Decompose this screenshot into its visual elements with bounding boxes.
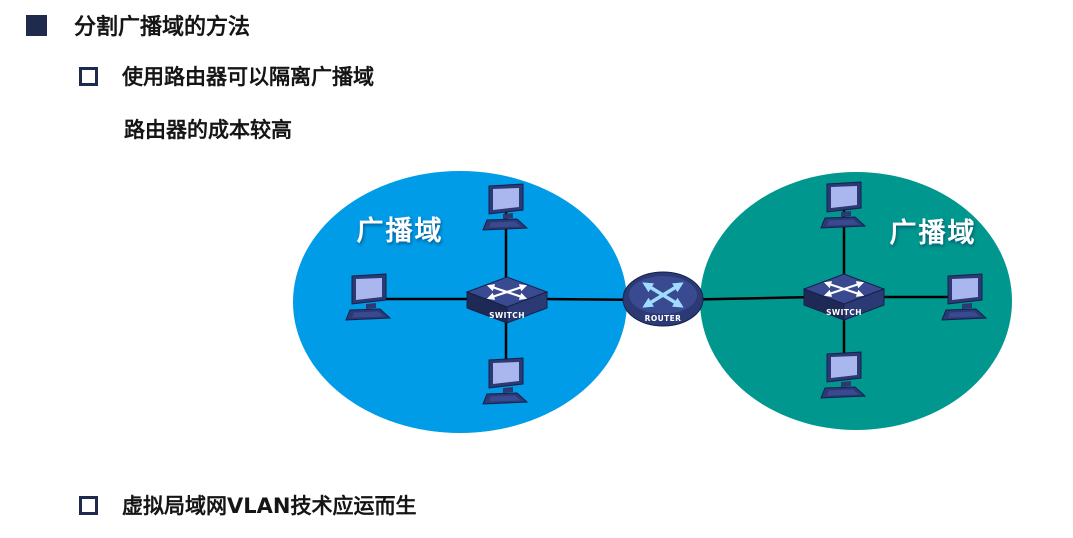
computer-icon (820, 181, 866, 229)
computer-icon (345, 273, 391, 321)
hollow-square-bullet (79, 66, 98, 86)
page-title: 分割广播域的方法 (74, 15, 251, 40)
domain-label-left: 广播域 (357, 216, 444, 247)
computer-icon (482, 183, 528, 231)
bullet-row-2: 虚拟局域网VLAN技术应运而生 (79, 490, 416, 520)
computer-icon (482, 357, 528, 405)
computer-icon (941, 273, 987, 321)
bullet-2-label: 虚拟局域网VLAN技术应运而生 (122, 494, 417, 518)
broadcast-domain-left-ellipse (293, 171, 627, 433)
hollow-square-bullet (79, 495, 98, 515)
router-icon (623, 272, 703, 326)
filled-square-bullet (26, 14, 47, 36)
bullet-row-1: 使用路由器可以隔离广播域 (79, 61, 374, 91)
page-title-row: 分割广播域的方法 (26, 9, 250, 41)
computer-icon (820, 351, 866, 399)
domain-label-right: 广播域 (890, 218, 977, 249)
bullet-1-label: 使用路由器可以隔离广播域 (122, 65, 374, 89)
bullet-1-note: 路由器的成本较高 (124, 118, 292, 142)
